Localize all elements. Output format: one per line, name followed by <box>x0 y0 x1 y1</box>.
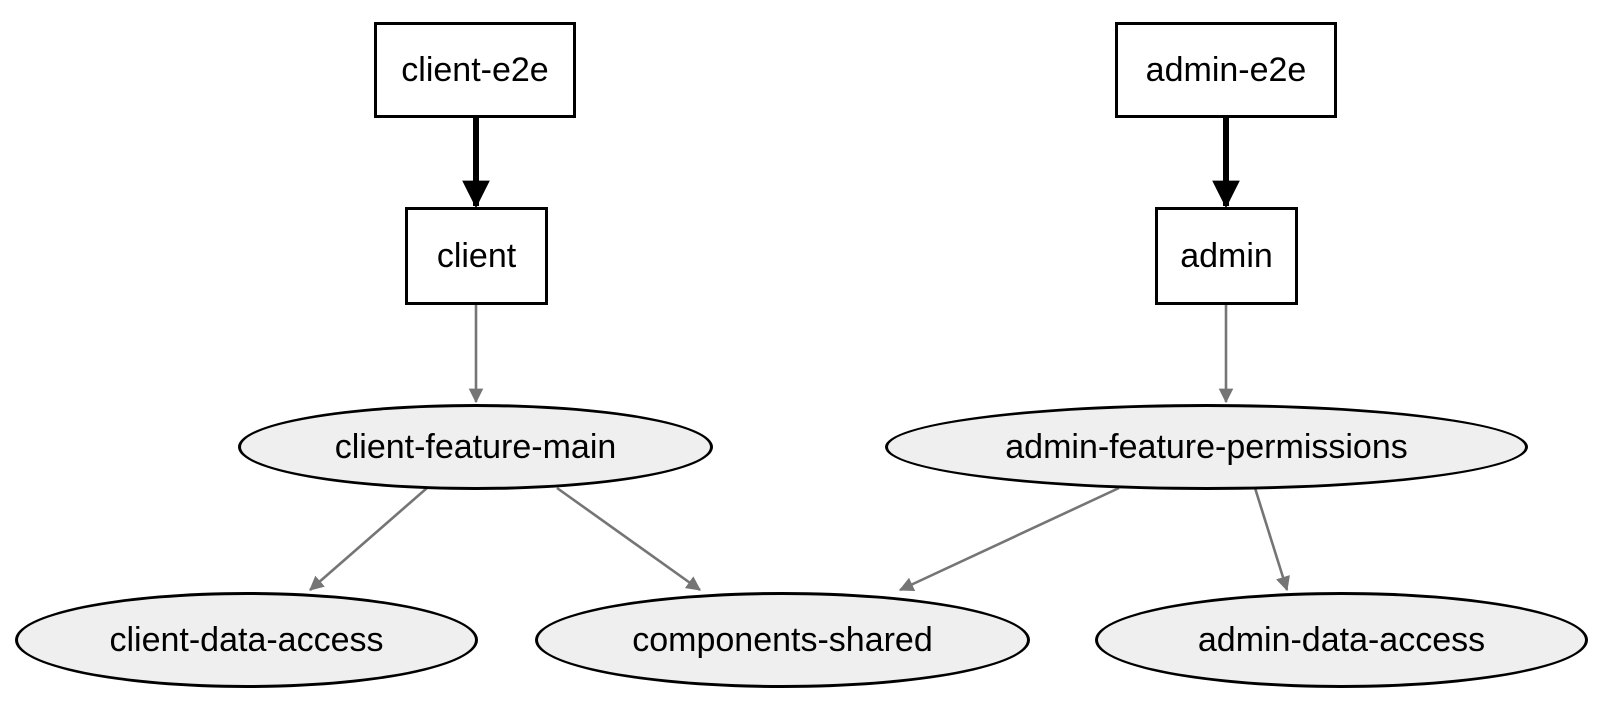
node-admin-data-access-label: admin-data-access <box>1197 621 1486 659</box>
node-admin-feature-permissions-label: admin-feature-permissions <box>1005 428 1408 466</box>
node-components-shared[interactable]: components-shared <box>535 592 1030 688</box>
node-admin-feature-permissions[interactable]: admin-feature-permissions <box>885 404 1528 490</box>
node-components-shared-label: components-shared <box>632 621 933 659</box>
node-admin-data-access[interactable]: admin-data-access <box>1095 592 1588 688</box>
node-admin[interactable]: admin <box>1155 207 1298 305</box>
node-admin-e2e[interactable]: admin-e2e <box>1115 22 1337 118</box>
node-client-data-access[interactable]: client-data-access <box>15 592 478 688</box>
node-admin-e2e-label: admin-e2e <box>1145 51 1307 89</box>
node-client-e2e[interactable]: client-e2e <box>374 22 576 118</box>
node-client-e2e-label: client-e2e <box>401 51 549 89</box>
edge-admin-feature-permissions-to-components-shared <box>898 486 1120 592</box>
edge-client-feature-main-to-client-data-access <box>309 487 428 591</box>
node-client-feature-main-label: client-feature-main <box>334 428 617 466</box>
node-admin-label: admin <box>1180 237 1273 275</box>
node-client-data-access-label: client-data-access <box>109 621 384 659</box>
node-client[interactable]: client <box>405 207 548 305</box>
node-client-feature-main[interactable]: client-feature-main <box>238 404 713 490</box>
edge-client-feature-main-to-components-shared <box>556 486 701 592</box>
edge-admin-feature-permissions-to-admin-data-access <box>1253 487 1290 592</box>
node-client-label: client <box>436 237 517 275</box>
